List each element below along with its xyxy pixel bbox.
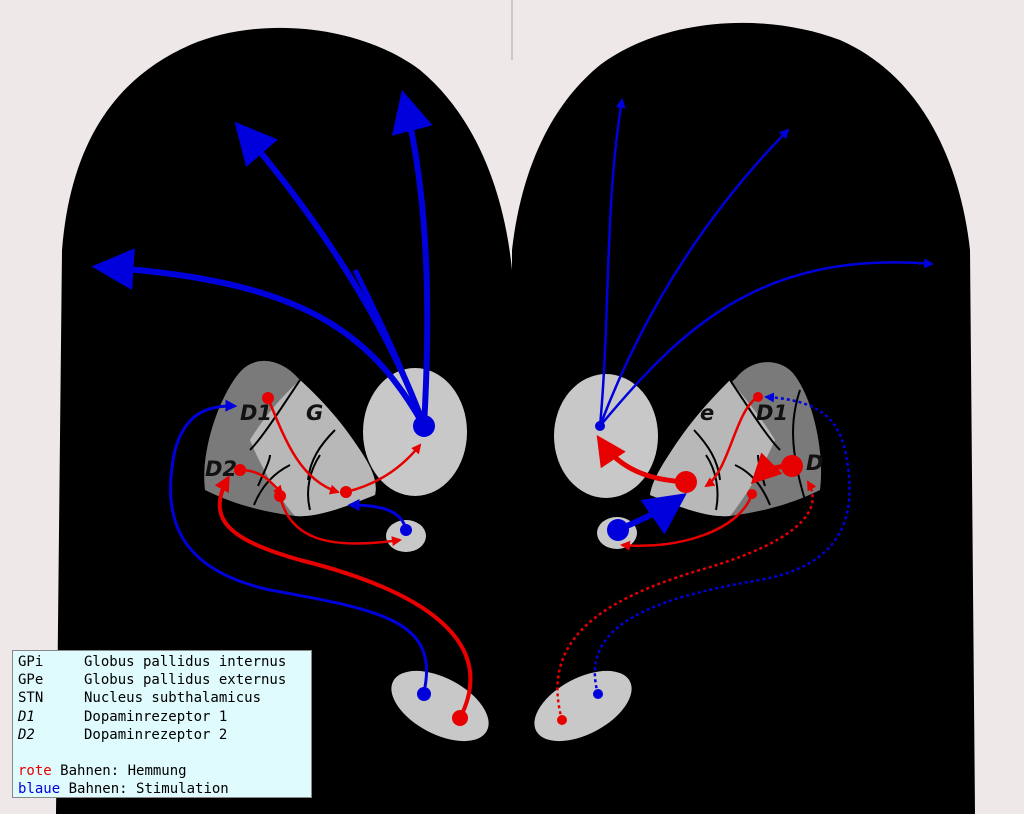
right-stn-node	[607, 519, 629, 541]
right-red-nodes	[557, 392, 803, 725]
left-d1-label: D1	[240, 401, 272, 425]
left-cortical-projections	[91, 89, 433, 428]
right-d1-label: D1	[756, 401, 788, 425]
left-sn-blue-node	[417, 687, 431, 701]
legend-row-inhibition: rote Bahnen: Hemmung	[18, 762, 187, 779]
right-cortical-projections	[598, 98, 934, 427]
right-gpi-thalamus	[554, 374, 658, 498]
right-gpi-node	[595, 421, 605, 431]
legend-row-stimulation: blaue Bahnen: Stimulation	[18, 781, 229, 798]
left-d2-label: D2	[205, 457, 237, 481]
right-partial-label-2: D	[806, 451, 823, 475]
left-stn-node	[400, 524, 412, 536]
left-gpi-node	[413, 415, 435, 437]
left-partial-label: G	[306, 401, 323, 425]
right-sn-blue-node	[593, 689, 603, 699]
left-pallidum	[250, 380, 376, 517]
left-red-nodes	[234, 392, 468, 726]
right-partial-label: e	[700, 401, 714, 425]
right-striatum-dividers	[693, 379, 806, 511]
